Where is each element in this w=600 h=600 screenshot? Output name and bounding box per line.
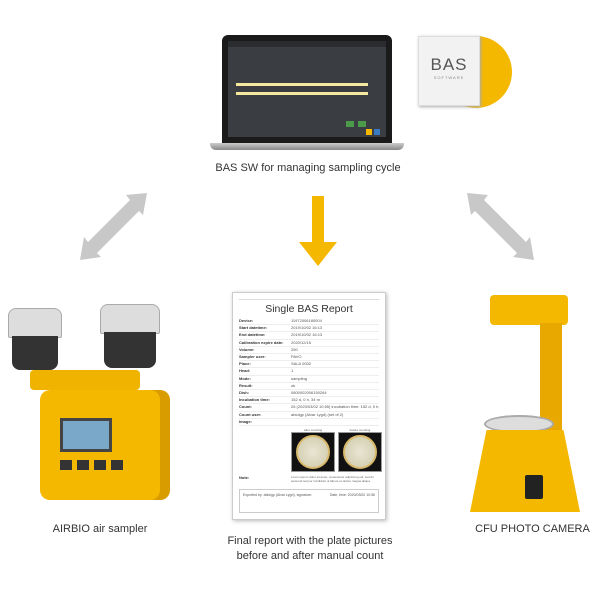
row-label: Calibration expire date: — [239, 339, 284, 345]
cd-case: BAS SOFTWARE — [418, 36, 480, 106]
note-label: Note: — [239, 475, 250, 481]
report-row: Mode: sampling — [239, 376, 379, 383]
row-value: 11972006180004 — [291, 318, 322, 323]
row-value: ok — [291, 382, 296, 388]
report-row: Place: SALA 0002 — [239, 361, 379, 369]
row-value: abiolgp (Alvar Lygd) (set of 2) — [291, 411, 344, 417]
row-label: Place: — [239, 361, 251, 367]
report-caption: Final report with the plate pictures bef… — [200, 534, 420, 564]
report-row: Volume: 250 — [239, 346, 379, 355]
plate-after-label: after counting — [303, 428, 323, 433]
report-row: Incubation time: 152 d, 0 h, 34 m — [239, 397, 379, 405]
exported-by: Exported by: abiolgp (Alvar Lygd), signa… — [243, 493, 312, 498]
row-value: 250 — [291, 346, 298, 352]
report-caption-line2: before and after manual count — [236, 550, 384, 562]
row-label: Incubation time: — [239, 397, 270, 403]
report-row: Head: 1 — [239, 368, 379, 376]
row-value: 2019/10/02 16:13 — [291, 332, 323, 338]
laptop-base — [210, 143, 404, 150]
plate-before-image — [338, 432, 382, 473]
row-value — [291, 419, 379, 425]
row-label: Image: — [239, 418, 252, 424]
row-value: 152 d, 0 h, 34 m — [291, 397, 320, 403]
software-caption: BAS SW for managing sampling cycle — [215, 162, 401, 174]
row-label: Count user: — [239, 411, 262, 417]
row-value: 2020/12/15 — [291, 339, 312, 345]
row-value: 1 — [291, 368, 294, 374]
row-value: 26 (2020/03/02 10:55) incubation time: 1… — [291, 404, 379, 410]
report-row: Image: — [239, 418, 379, 427]
report-row: Dish: 0800002006150264 — [239, 390, 379, 398]
row-label: Result: — [239, 382, 253, 388]
row-value: SALA 0002 — [291, 361, 312, 367]
airbio-sampler-image — [0, 300, 200, 510]
report-row: Count user: abiolgp (Alvar Lygd) (set of … — [239, 412, 379, 419]
report-title: Single BAS Report — [239, 299, 379, 315]
report-row: Start datetime: 2019/10/02 16:13 — [239, 325, 379, 333]
export-box: Exported by: abiolgp (Alvar Lygd), signa… — [239, 489, 379, 514]
row-label: Sampler user: — [239, 354, 266, 360]
report-row: Sampler user: PAVO — [239, 354, 379, 362]
row-label: Mode: — [239, 375, 251, 381]
plate-before-label: before counting — [349, 428, 371, 433]
row-label: End datetime: — [239, 332, 266, 338]
row-label: Volume: — [239, 346, 255, 352]
report-row: Count: 26 (2020/03/02 10:55) incubation t… — [239, 404, 379, 412]
report-row: Device: 11972006180004 — [239, 318, 379, 326]
row-value: PAVO — [291, 354, 302, 360]
sampler-caption: AIRBIO air sampler — [52, 523, 148, 535]
plate-after-image — [291, 432, 335, 473]
laptop-software-screen — [222, 35, 392, 143]
row-label: Count: — [239, 404, 252, 410]
cd-subtitle: SOFTWARE — [433, 75, 465, 80]
row-label: Device: — [239, 318, 254, 323]
row-label: Dish: — [239, 390, 249, 396]
export-date: Date, time: 2020/03/02 10:56 — [329, 493, 375, 498]
cd-logo: BAS — [430, 55, 468, 74]
row-label: Head: — [239, 368, 251, 374]
row-value: 0800002006150264 — [291, 390, 327, 396]
row-value: 2019/10/02 16:13 — [291, 325, 323, 331]
row-label: Start datetime: — [239, 325, 268, 331]
report-row: Calibration expire date: 2020/12/15 — [239, 340, 379, 347]
camera-caption: CFU PHOTO CAMERA — [475, 523, 590, 535]
report-row: Result: ok — [239, 382, 379, 391]
cfu-photo-camera-image — [470, 295, 585, 515]
left-double-arrow — [80, 193, 147, 260]
row-value: sampling — [291, 375, 308, 381]
right-double-arrow — [467, 193, 534, 260]
report-row: End datetime: 2019/10/02 16:13 — [239, 332, 379, 340]
note-text: Lorem ipsum dolor sit amet, consectetur … — [291, 475, 374, 484]
report-caption-line1: Final report with the plate pictures — [227, 535, 393, 547]
plate-images: after counting before counting — [291, 428, 382, 473]
down-arrow — [299, 196, 337, 266]
